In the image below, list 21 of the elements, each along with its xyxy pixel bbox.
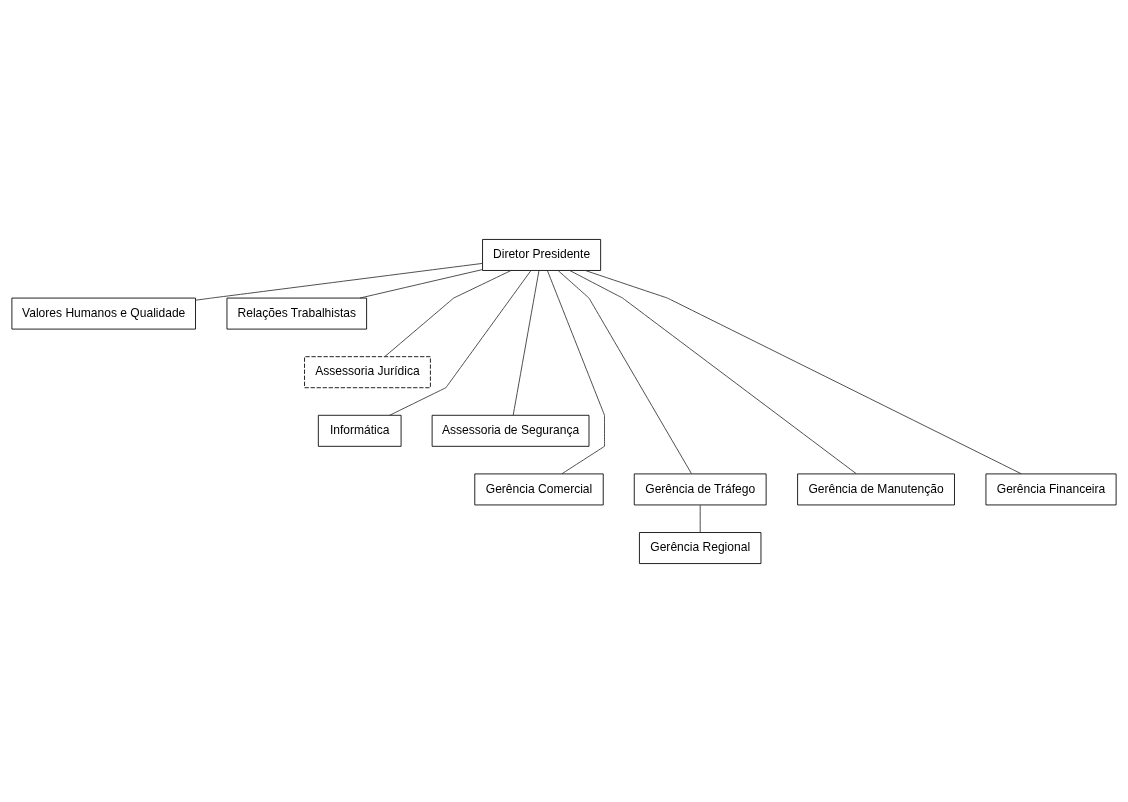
node-box: Gerência Financeira <box>985 473 1117 505</box>
connector <box>699 504 701 533</box>
node-box: Informática <box>317 414 402 447</box>
connector <box>389 269 532 416</box>
node-box: Gerência de Manutenção <box>797 473 955 505</box>
connector <box>359 268 483 298</box>
node-box: Gerência de Tráfego <box>633 473 767 505</box>
node-box: Assessoria de Segurança <box>431 414 590 447</box>
connector <box>569 269 857 474</box>
node-box: Assessoria Jurídica <box>304 355 431 388</box>
node-box: Relações Trabalhistas <box>226 297 368 329</box>
node-box: Valores Humanos e Qualidade <box>11 297 196 329</box>
connector <box>546 269 605 474</box>
connector <box>384 269 512 357</box>
connector <box>557 269 692 474</box>
connector <box>584 269 1022 474</box>
node-box: Gerência Comercial <box>474 473 604 505</box>
connector <box>195 262 483 301</box>
connector <box>512 269 540 416</box>
node-box: Diretor Presidente <box>482 238 602 271</box>
node-box: Gerência Regional <box>639 531 762 564</box>
